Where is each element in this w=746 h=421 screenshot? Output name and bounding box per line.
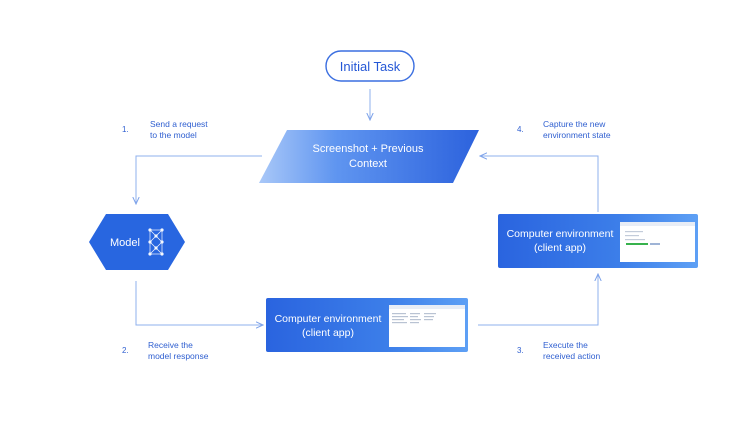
app-screenshot-thumbnail (620, 222, 695, 262)
step-2-number: 2. (122, 346, 129, 355)
arrow-env-to-env (478, 274, 598, 326)
env-bottom-label-line1: Computer environment (275, 313, 382, 325)
step-2-line1: Receive the (148, 340, 193, 350)
env-right-label-line2: (client app) (534, 242, 586, 254)
step-1-number: 1. (122, 125, 129, 134)
env-right-node: Computer environment (client app) (498, 214, 698, 268)
arrow-model-to-env (135, 281, 263, 325)
arrow-env-to-context (480, 156, 599, 212)
step-1: 1. Send a request to the model (122, 119, 208, 140)
step-2: 2. Receive the model response (122, 340, 209, 361)
step-1-line1: Send a request (150, 119, 208, 129)
model-label: Model (110, 237, 140, 249)
arrow-context-to-model (136, 155, 262, 204)
step-4-line2: environment state (543, 130, 611, 140)
model-node: Model (89, 214, 185, 270)
step-3-number: 3. (517, 346, 524, 355)
step-4-number: 4. (517, 125, 524, 134)
app-screenshot-thumbnail (389, 305, 465, 347)
step-3: 3. Execute the received action (517, 340, 600, 361)
connectors (136, 89, 598, 325)
env-bottom-node: Computer environment (client app) (266, 298, 468, 352)
env-right-label-line1: Computer environment (507, 228, 614, 240)
context-label-line2: Context (349, 158, 387, 170)
step-3-line1: Execute the (543, 340, 588, 350)
step-4: 4. Capture the new environment state (517, 119, 611, 140)
step-2-line2: model response (148, 351, 209, 361)
context-label-line1: Screenshot + Previous (313, 143, 424, 155)
initial-task-node: Initial Task (325, 50, 415, 82)
neural-network-icon (148, 228, 164, 256)
step-4-line1: Capture the new (543, 119, 606, 129)
env-bottom-label-line2: (client app) (302, 327, 354, 339)
screenshot-context-node: Screenshot + Previous Context (259, 130, 479, 183)
step-1-line2: to the model (150, 130, 197, 140)
initial-task-label: Initial Task (340, 59, 401, 74)
step-3-line2: received action (543, 351, 600, 361)
